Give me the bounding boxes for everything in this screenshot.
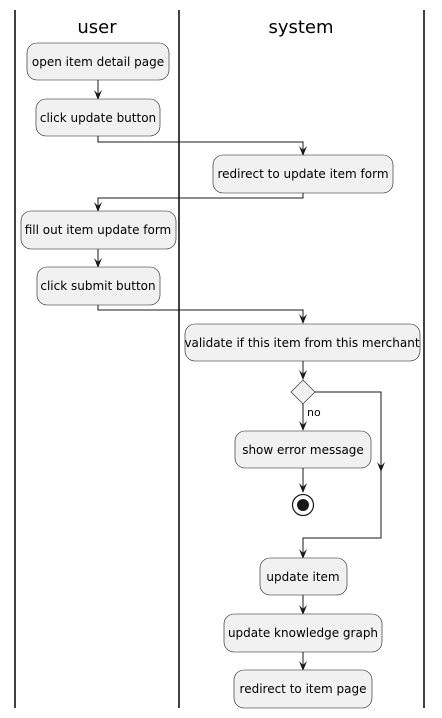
activity-node-box	[233, 669, 373, 709]
edge-click-update-to-redirect-form	[97, 136, 304, 152]
activity-node-box	[26, 42, 170, 81]
lane-title-system: system	[268, 17, 333, 38]
activity-node-open-item-detail-page: open item detail page	[26, 42, 170, 81]
activity-node-click-update-button: click update button	[35, 98, 161, 137]
activity-node-update-knowledge-graph: update knowledge graph	[223, 613, 383, 653]
activity-node-box	[184, 323, 421, 362]
activity-node-click-submit-button: click submit button	[36, 266, 161, 306]
activity-node-fill-out-item-update-form: fill out item update form	[20, 210, 177, 250]
lane-title-user: user	[77, 17, 117, 38]
activity-node-box	[35, 98, 161, 137]
activity-node-validate-item-merchant: validate if this item from this merchant	[184, 323, 421, 362]
arrowhead	[377, 462, 385, 472]
activity-node-update-item: update item	[259, 557, 348, 596]
arrowhead	[299, 605, 307, 615]
activity-node-box	[259, 557, 348, 596]
activity-node-label: redirect to update item form	[217, 167, 388, 181]
activity-node-show-error-message: show error message	[234, 430, 372, 469]
arrowhead	[299, 421, 307, 431]
arrowhead	[299, 370, 307, 380]
arrowhead	[94, 90, 102, 100]
edges	[94, 80, 385, 671]
decision-diamond	[290, 379, 316, 405]
activity-node-label: update knowledge graph	[228, 626, 378, 640]
stop-node-dot	[297, 499, 309, 511]
activity-node-box	[20, 210, 177, 250]
edge-redirect-form-to-fill-form	[97, 193, 304, 208]
edge-decision-else-to-update-item	[302, 391, 382, 555]
activity-node-label: show error message	[242, 443, 364, 457]
activity-node-label: update item	[266, 570, 339, 584]
activity-node-label: validate if this item from this merchant	[184, 336, 419, 350]
decision-guard-label: no	[307, 406, 321, 419]
activity-node-label: open item detail page	[32, 55, 164, 69]
arrowhead	[299, 146, 307, 156]
activity-node-label: click update button	[40, 111, 156, 125]
arrowhead	[299, 483, 307, 493]
arrowhead	[299, 314, 307, 324]
activity-node-label: click submit button	[40, 279, 155, 293]
stop-node	[291, 493, 315, 517]
activity-node-box	[223, 613, 383, 653]
activity-node-box	[234, 430, 372, 469]
activity-node-redirect-to-item-page: redirect to item page	[233, 669, 373, 709]
activity-node-redirect-to-update-item-form: redirect to update item form	[212, 154, 394, 194]
activity-node-box	[212, 154, 394, 194]
arrowhead	[299, 661, 307, 671]
edge-click-submit-to-validate	[97, 305, 304, 320]
arrowhead	[94, 258, 102, 268]
activity-node-label: redirect to item page	[240, 682, 367, 696]
activity-node-box	[36, 266, 161, 306]
activity-node-label: fill out item update form	[25, 223, 172, 237]
arrowhead	[94, 202, 102, 212]
arrowhead	[299, 549, 307, 559]
